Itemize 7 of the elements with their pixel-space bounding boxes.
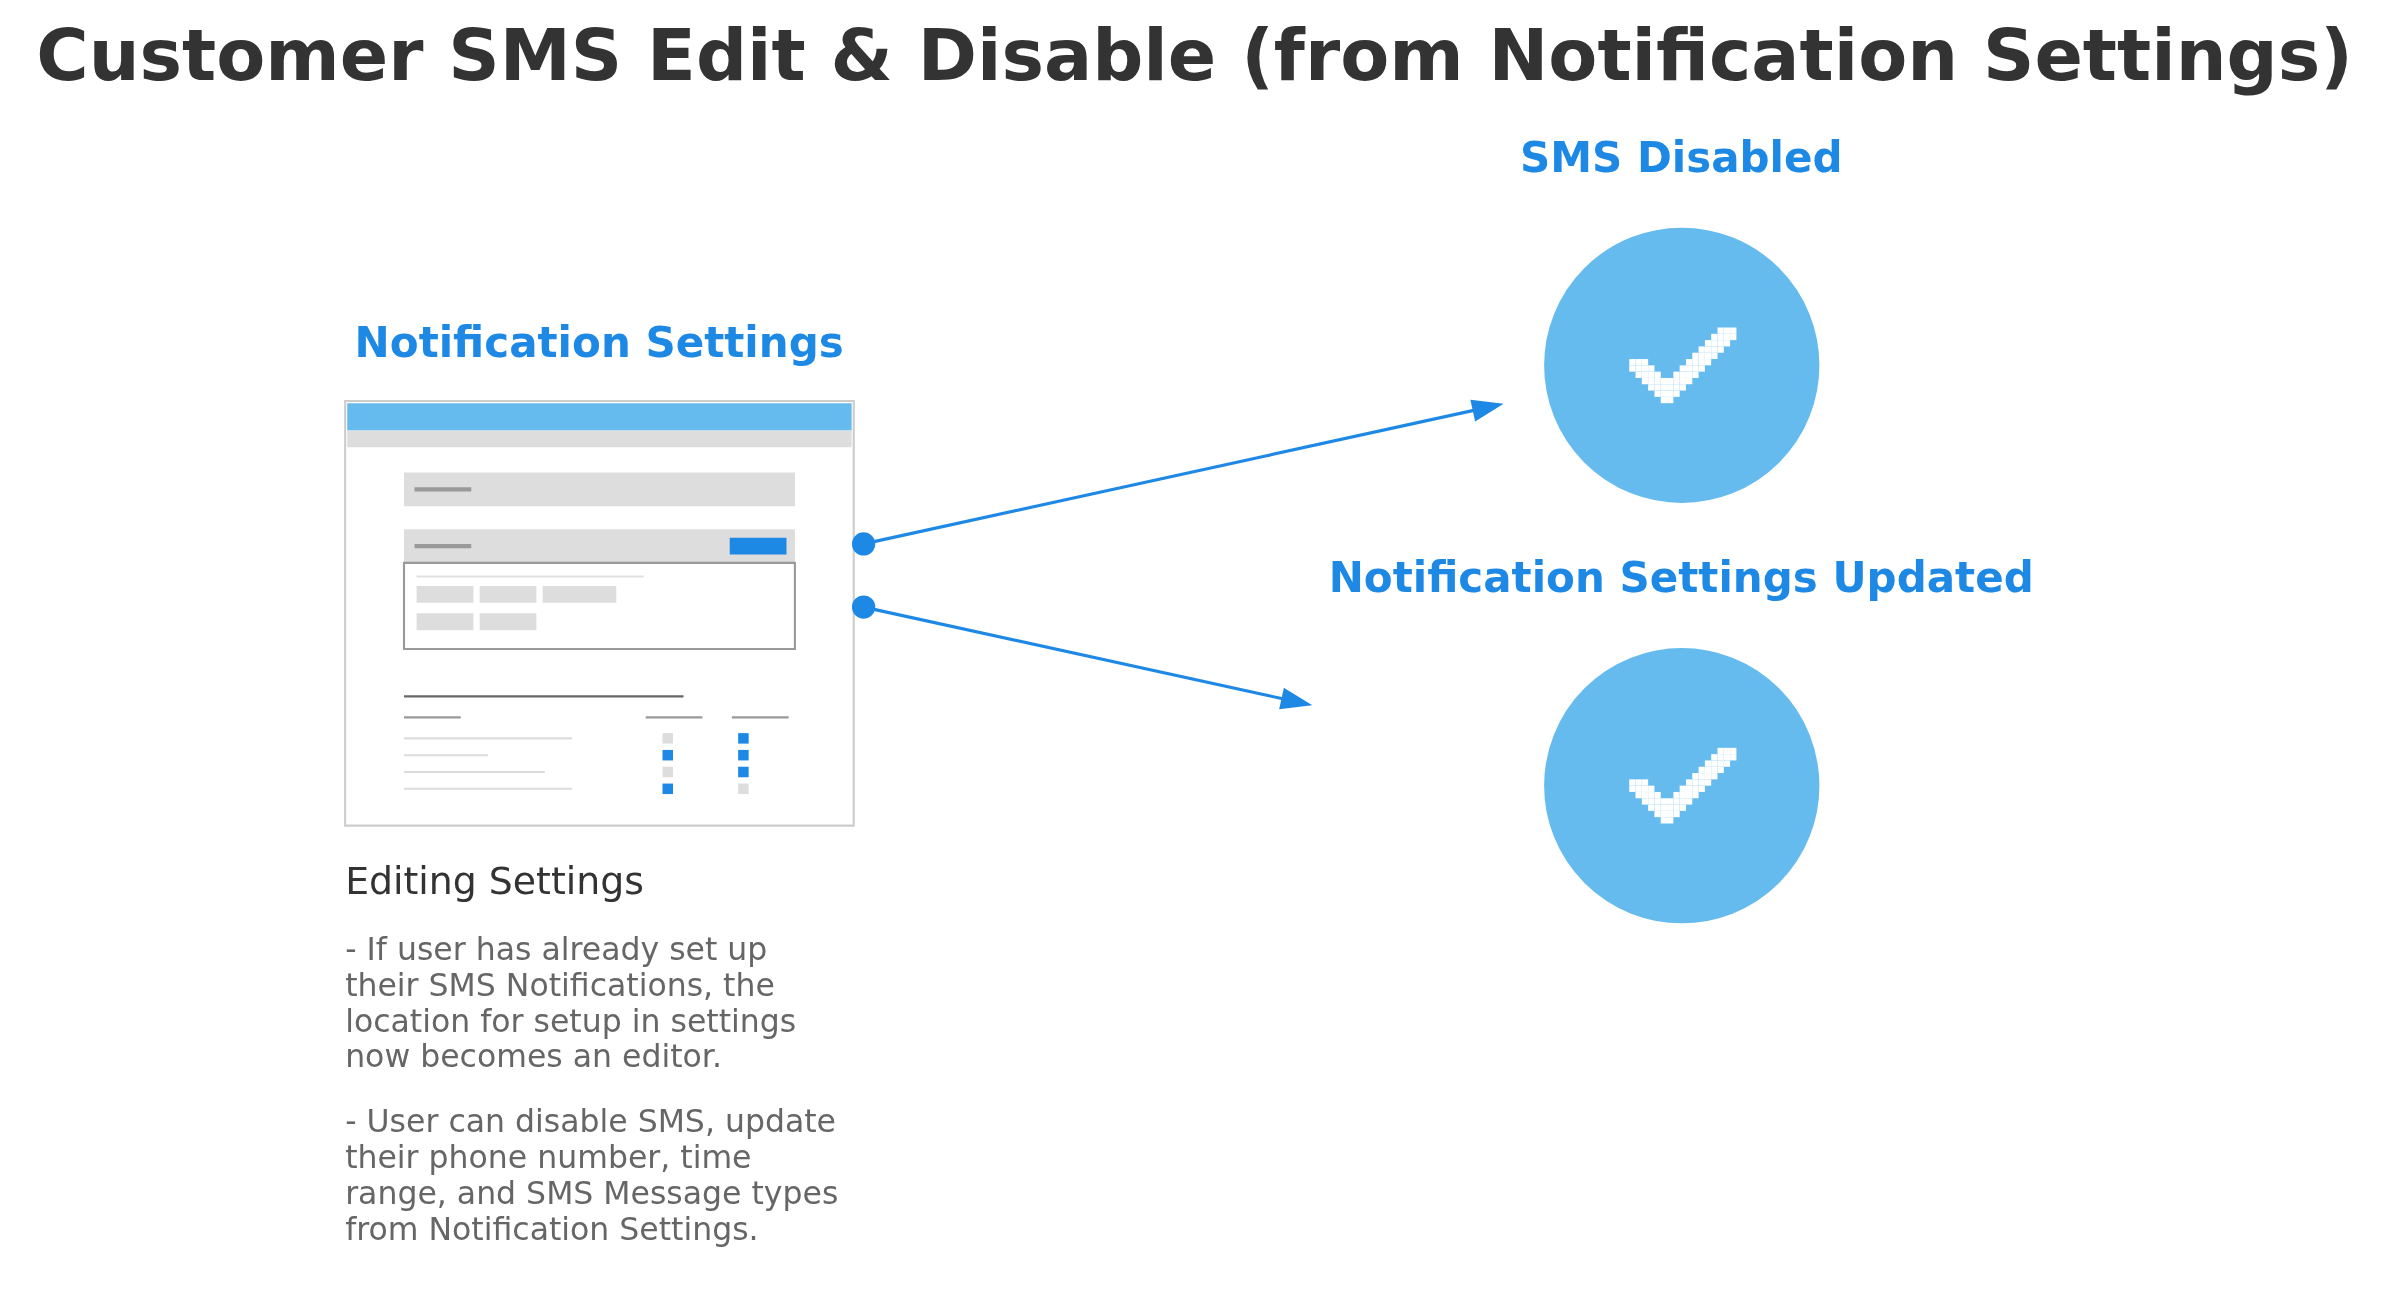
diagram-title: Customer SMS Edit & Disable (from Notification Settings) bbox=[35, 13, 2353, 97]
node-label: Notification Settings bbox=[354, 317, 844, 367]
node-label: Notification Settings Updated bbox=[1328, 553, 2034, 603]
node-label: SMS Disabled bbox=[1519, 132, 1843, 182]
node-label: Editing Settings bbox=[344, 858, 644, 903]
node-label: - User can disable SMS, update their phone number, time range, and SMS Message types from Notification Settings. bbox=[344, 1103, 838, 1247]
node-label: - If user has already set up their SMS Notifications, the location for setup in settings now becomes an editor. bbox=[344, 931, 796, 1075]
